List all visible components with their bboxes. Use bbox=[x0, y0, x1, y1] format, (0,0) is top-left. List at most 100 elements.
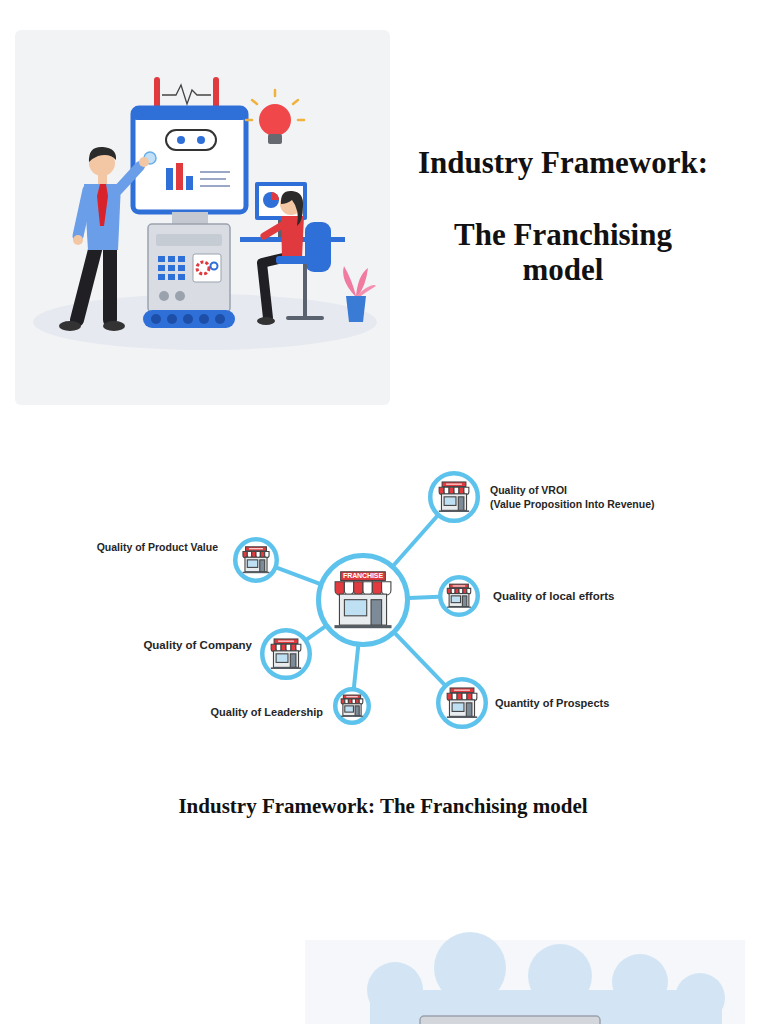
node-label: Quality of Product Value bbox=[97, 541, 218, 554]
presenter-figure bbox=[59, 321, 81, 331]
server-box bbox=[420, 1016, 600, 1024]
spoke-connector bbox=[354, 646, 358, 688]
store-icon bbox=[247, 560, 257, 568]
store-icon bbox=[457, 693, 462, 700]
store-icon bbox=[245, 557, 267, 572]
node-circle bbox=[428, 471, 480, 523]
spoke-node: Quality of Product Value bbox=[233, 537, 279, 583]
node-circle bbox=[319, 556, 408, 645]
presenter-figure bbox=[77, 246, 96, 320]
node-label: Quantity of Prospects bbox=[495, 696, 609, 710]
robot-body bbox=[148, 224, 230, 312]
robot-screen bbox=[133, 108, 246, 212]
store-icon bbox=[447, 688, 477, 718]
store-icon bbox=[334, 625, 391, 628]
store-icon bbox=[452, 693, 457, 700]
store-icon bbox=[447, 607, 471, 608]
robot-screen bbox=[166, 168, 173, 190]
node-label: Quality of Leadership bbox=[211, 705, 323, 719]
illustration-background bbox=[15, 30, 390, 405]
store-icon bbox=[291, 644, 296, 651]
plant-pot bbox=[343, 266, 376, 322]
robot-antenna bbox=[157, 80, 216, 108]
presenter-figure bbox=[89, 147, 116, 162]
node-circle bbox=[316, 553, 410, 647]
robot-screen bbox=[200, 178, 226, 180]
store-icon bbox=[363, 582, 372, 595]
robot-screen bbox=[176, 163, 183, 190]
hub-node: FRANCHISE bbox=[316, 553, 410, 647]
store-icon bbox=[286, 644, 291, 651]
store-icon bbox=[447, 584, 471, 608]
presenter-figure bbox=[97, 184, 108, 226]
robot-body bbox=[156, 234, 222, 246]
robot-body bbox=[158, 256, 185, 280]
cloud-shape bbox=[367, 932, 725, 1024]
node-circle bbox=[440, 577, 478, 615]
robot-body bbox=[183, 314, 193, 324]
node-label-group: Quality of Leadership bbox=[211, 705, 323, 719]
robot-body bbox=[172, 212, 208, 225]
node-circle bbox=[278, 641, 294, 642]
store-icon bbox=[444, 487, 449, 494]
store-icon bbox=[335, 582, 344, 595]
store-icon bbox=[462, 693, 467, 700]
presenter-figure bbox=[139, 157, 149, 167]
store-icon bbox=[344, 600, 366, 616]
node-label: Quality of Company bbox=[143, 638, 252, 652]
store-icon bbox=[290, 654, 296, 668]
store-icon bbox=[354, 582, 363, 595]
node-label: Quality of VROI bbox=[490, 483, 655, 497]
node-label-group: Quality of VROI(Value Proposition Into R… bbox=[490, 483, 655, 511]
robot-body bbox=[151, 314, 225, 324]
store-icon bbox=[243, 572, 270, 573]
robot-screen bbox=[166, 130, 216, 150]
desk-scene bbox=[240, 182, 345, 325]
presenter-figure bbox=[103, 321, 125, 331]
presenter-figure bbox=[118, 166, 140, 190]
node-circle bbox=[262, 630, 310, 678]
node-circle bbox=[260, 628, 312, 680]
lightbulb-icon bbox=[246, 119, 252, 122]
store-icon bbox=[439, 487, 444, 494]
store-icon bbox=[450, 688, 474, 693]
store-icon bbox=[344, 582, 353, 595]
node-circle bbox=[453, 585, 465, 586]
store-icon bbox=[341, 572, 386, 581]
lightbulb-icon bbox=[274, 90, 277, 96]
node-circle bbox=[333, 687, 371, 725]
robot-body bbox=[143, 212, 235, 328]
robot-body bbox=[211, 263, 218, 270]
store-icon bbox=[276, 654, 288, 663]
figure-caption: Industry Framework: The Franchising mode… bbox=[83, 793, 683, 819]
store-icon bbox=[281, 644, 286, 651]
store-icon bbox=[334, 572, 391, 628]
robot-antenna bbox=[154, 80, 160, 108]
store-icon bbox=[296, 644, 301, 651]
node-circle bbox=[233, 537, 279, 583]
store-icon bbox=[273, 651, 298, 668]
spoke-node: Quality of Company bbox=[260, 628, 312, 680]
store-icon bbox=[444, 497, 456, 506]
desk-scene bbox=[264, 224, 284, 236]
robot-screen bbox=[200, 185, 230, 187]
spoke-node: Quality of Leadership bbox=[333, 687, 371, 725]
robot-body bbox=[167, 314, 177, 324]
store-icon bbox=[343, 704, 361, 716]
store-icon bbox=[459, 487, 464, 494]
store-icon bbox=[449, 700, 474, 717]
store-icon bbox=[439, 482, 469, 512]
spoke-node: Quality of VROI(Value Proposition Into R… bbox=[428, 471, 480, 523]
node-circle bbox=[438, 575, 480, 617]
desk-scene bbox=[257, 317, 275, 325]
spoke-connector bbox=[393, 516, 437, 566]
robot-body bbox=[168, 265, 175, 271]
robot-body bbox=[168, 274, 175, 280]
robot-screen bbox=[177, 136, 185, 144]
spoke-connector bbox=[409, 597, 439, 598]
robot-body bbox=[197, 262, 209, 274]
robot-screen bbox=[133, 108, 246, 120]
store-icon bbox=[442, 482, 466, 487]
store-icon bbox=[343, 695, 360, 698]
